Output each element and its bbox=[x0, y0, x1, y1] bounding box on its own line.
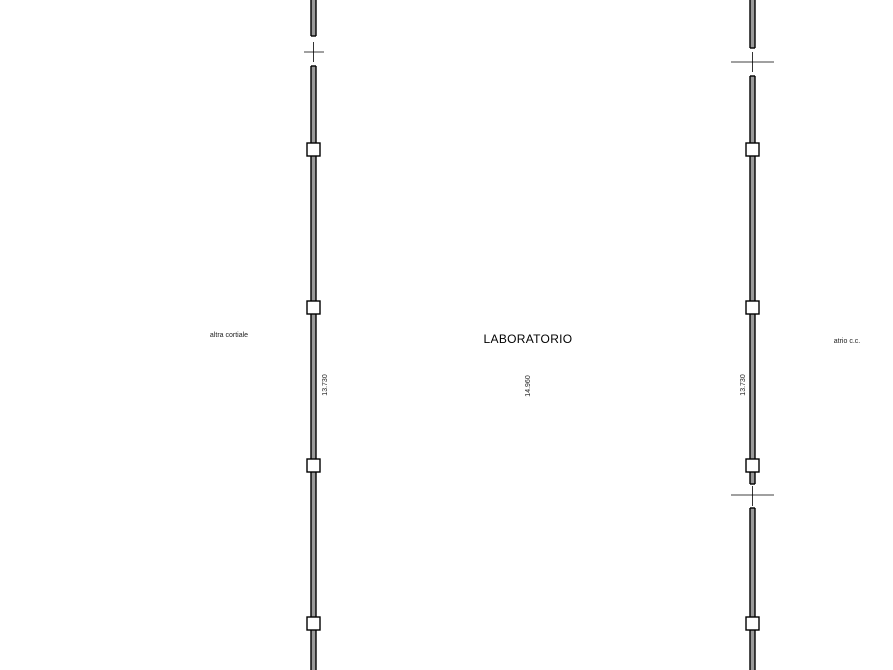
left-wall-top-segment bbox=[310, 0, 317, 37]
right-area-label: atrio c.c. bbox=[834, 338, 861, 345]
right-wall-dimension-label: 13.730 bbox=[740, 374, 747, 396]
right-column-2 bbox=[745, 300, 760, 315]
left-wall-dimension-label: 13.730 bbox=[322, 374, 329, 396]
right-column-4 bbox=[745, 616, 760, 631]
left-column-1 bbox=[306, 142, 321, 157]
left-area-label: altra cortiale bbox=[210, 332, 248, 339]
left-column-2 bbox=[306, 300, 321, 315]
right-wall bbox=[731, 0, 774, 670]
left-wall-main-segment bbox=[310, 65, 317, 670]
left-wall-break-mark bbox=[304, 42, 324, 62]
right-wall-bottom-segment bbox=[749, 507, 756, 670]
right-wall-break-mark-top bbox=[731, 52, 774, 72]
left-wall bbox=[304, 0, 324, 670]
left-column-4 bbox=[306, 616, 321, 631]
room-width-dimension-label: 14.960 bbox=[525, 375, 532, 397]
right-column-3 bbox=[745, 458, 760, 473]
right-column-1 bbox=[745, 142, 760, 157]
right-wall-break-mark-bottom bbox=[731, 486, 774, 506]
room-name-label: LABORATORIO bbox=[484, 332, 573, 346]
right-wall-top-segment bbox=[749, 0, 756, 49]
right-wall-middle-segment bbox=[749, 75, 756, 485]
left-column-3 bbox=[306, 458, 321, 473]
